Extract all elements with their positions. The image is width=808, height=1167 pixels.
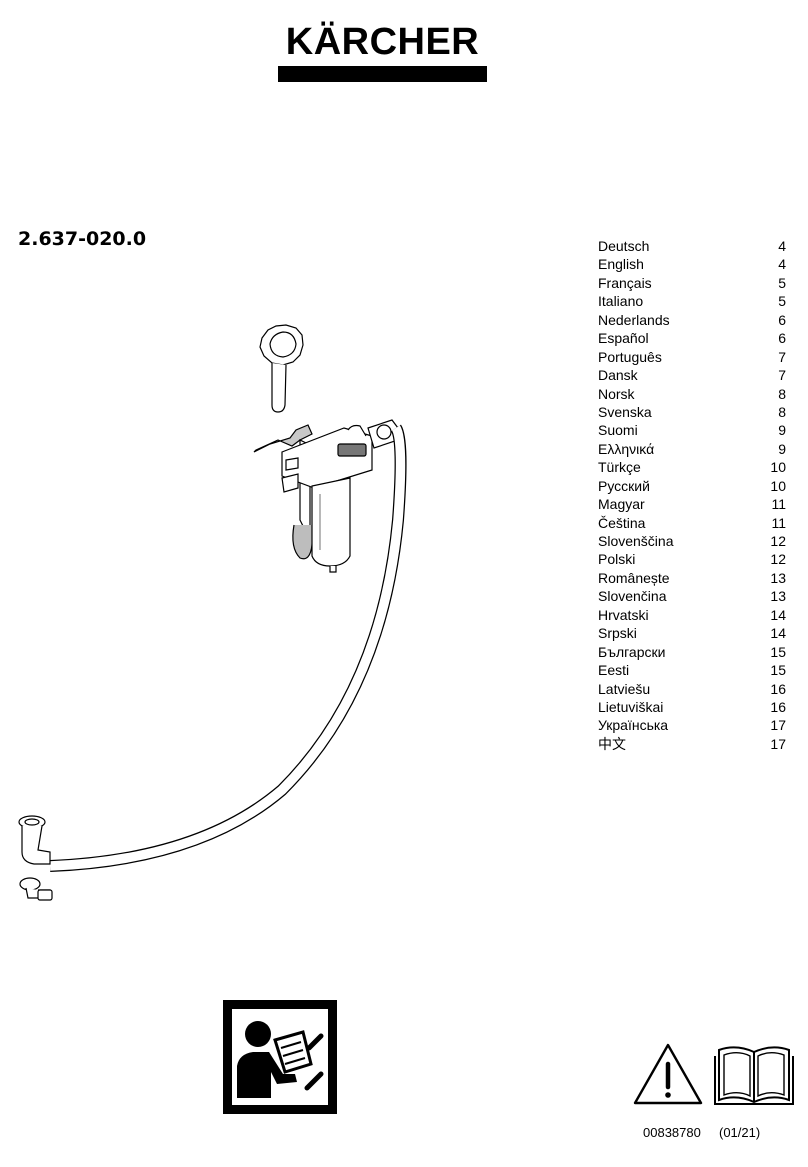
language-page-number: 10 bbox=[770, 477, 786, 494]
language-name: Suomi bbox=[598, 422, 638, 439]
language-page-number: 5 bbox=[778, 274, 786, 291]
language-name: Italiano bbox=[598, 293, 644, 310]
document-number: 00838780 bbox=[643, 1125, 701, 1140]
language-page-number: 4 bbox=[778, 238, 786, 254]
language-index-entry: Ελληνικά 9 bbox=[598, 440, 786, 458]
language-page-number: 15 bbox=[770, 662, 786, 679]
language-name: Čeština bbox=[598, 514, 646, 531]
language-index-entry: Italiano 5 bbox=[598, 292, 786, 310]
language-page-number: 16 bbox=[770, 698, 786, 715]
open-book-icon bbox=[714, 1046, 794, 1105]
language-name: Norsk bbox=[598, 385, 635, 402]
language-page-number: 17 bbox=[770, 717, 786, 734]
language-page-number: 17 bbox=[770, 735, 786, 752]
language-name: Українська bbox=[598, 717, 669, 734]
language-index-entry: Suomi 9 bbox=[598, 421, 786, 439]
language-index-entry: Español 6 bbox=[598, 329, 786, 347]
brand-logo-bar bbox=[278, 66, 487, 82]
language-name: Türkçe bbox=[598, 459, 641, 476]
language-index-entry: Čeština 11 bbox=[598, 514, 786, 532]
language-name: Românește bbox=[598, 569, 670, 586]
language-index-entry: Svenska 8 bbox=[598, 403, 786, 421]
language-index-entry: Deutsch 4 bbox=[598, 237, 786, 255]
language-name: Polski bbox=[598, 551, 636, 568]
language-page-number: 5 bbox=[778, 293, 786, 310]
language-index-entry: Latviešu 16 bbox=[598, 680, 786, 698]
language-page-number: 15 bbox=[770, 643, 786, 660]
language-page-number: 8 bbox=[778, 403, 786, 420]
language-name: Dansk bbox=[598, 367, 638, 384]
language-page-number: 6 bbox=[778, 311, 786, 328]
language-index-entry: Українська 17 bbox=[598, 716, 786, 734]
language-index-entry: Български 15 bbox=[598, 643, 786, 661]
language-index-entry: Lietuviškai 16 bbox=[598, 698, 786, 716]
document-date: (01/21) bbox=[719, 1125, 761, 1140]
language-page-number: 14 bbox=[770, 625, 786, 642]
warning-triangle-icon bbox=[633, 1043, 703, 1105]
language-name: Srpski bbox=[598, 625, 637, 642]
language-name: Ελληνικά bbox=[598, 440, 655, 457]
language-page-number: 10 bbox=[770, 459, 786, 476]
brand-logo-text: KÄRCHER bbox=[285, 21, 480, 63]
language-name: Lietuviškai bbox=[598, 698, 664, 715]
language-name: Slovenščina bbox=[598, 533, 674, 549]
language-name: Български bbox=[598, 643, 666, 660]
language-index-entry: Dansk 7 bbox=[598, 366, 786, 384]
language-index-entry: English 4 bbox=[598, 255, 786, 273]
language-name: Hrvatski bbox=[598, 606, 649, 623]
language-page-number: 16 bbox=[770, 680, 786, 697]
water-filter-kit-illustration bbox=[18, 324, 407, 901]
language-index-entry: Русский 10 bbox=[598, 477, 786, 495]
language-name: Magyar bbox=[598, 496, 645, 513]
language-index-entry: Norsk 8 bbox=[598, 385, 786, 403]
language-name: Русский bbox=[598, 477, 650, 494]
read-manual-pictogram bbox=[223, 1000, 337, 1114]
language-index-entry: Slovenčina 13 bbox=[598, 587, 786, 605]
language-name: Latviešu bbox=[598, 680, 651, 697]
language-page-number: 13 bbox=[770, 569, 786, 586]
language-page-number: 11 bbox=[771, 514, 786, 531]
part-number: 2.637-020.0 bbox=[18, 228, 147, 250]
language-page-number: 8 bbox=[778, 385, 786, 402]
language-index-entry: Magyar 11 bbox=[598, 495, 786, 513]
language-index-entry: Português 7 bbox=[598, 348, 786, 366]
language-index-entry: Français 5 bbox=[598, 274, 786, 292]
language-name: Svenska bbox=[598, 403, 652, 420]
language-page-number: 9 bbox=[778, 422, 786, 439]
language-name: Português bbox=[598, 348, 662, 365]
language-page-number: 9 bbox=[778, 440, 786, 457]
language-page-number: 4 bbox=[778, 256, 786, 273]
language-index-entry: Eesti 15 bbox=[598, 661, 786, 679]
language-page-number: 13 bbox=[770, 588, 786, 605]
language-page-number: 12 bbox=[770, 533, 786, 549]
language-name: English bbox=[598, 256, 644, 273]
language-index-entry: Românește 13 bbox=[598, 569, 786, 587]
language-name: Eesti bbox=[598, 662, 630, 679]
language-page-number: 12 bbox=[770, 551, 786, 568]
language-page-number: 11 bbox=[771, 496, 786, 513]
language-index-entry: Nederlands 6 bbox=[598, 311, 786, 329]
language-page-number: 14 bbox=[770, 606, 786, 623]
language-index-entry: Hrvatski 14 bbox=[598, 606, 786, 624]
language-name: 中文 bbox=[598, 735, 626, 752]
language-page-number: 7 bbox=[778, 348, 786, 365]
language-index-entry: Slovenščina 12 bbox=[598, 532, 786, 550]
language-index-entry: Polski 12 bbox=[598, 550, 786, 568]
language-name: Deutsch bbox=[598, 238, 650, 254]
language-index-entry: Srpski 14 bbox=[598, 624, 786, 642]
language-name: Español bbox=[598, 330, 649, 347]
language-page-number: 6 bbox=[778, 330, 786, 347]
language-name: Français bbox=[598, 274, 652, 291]
brand-logo: KÄRCHER bbox=[278, 22, 487, 82]
language-index-entry: Türkçe 10 bbox=[598, 458, 786, 476]
language-name: Slovenčina bbox=[598, 588, 667, 605]
language-page-number: 7 bbox=[778, 367, 786, 384]
language-index-entry: 中文 17 bbox=[598, 735, 786, 753]
language-name: Nederlands bbox=[598, 311, 670, 328]
